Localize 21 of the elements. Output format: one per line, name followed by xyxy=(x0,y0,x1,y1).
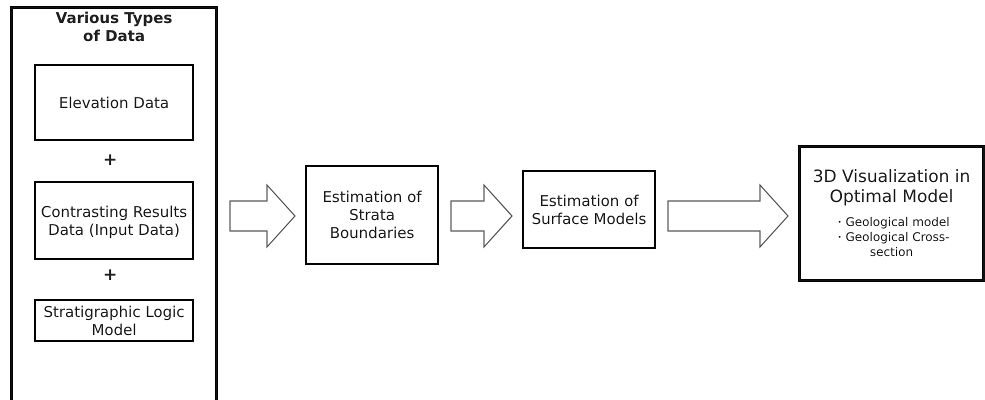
process-box xyxy=(34,64,194,141)
bullet-item: ・Geological Cross-section xyxy=(832,230,950,260)
box-text: Contrasting Results Data (Input Data) xyxy=(40,202,188,238)
process-box xyxy=(798,145,985,282)
process-box xyxy=(305,165,439,265)
group-panel xyxy=(10,6,218,400)
process-box xyxy=(522,170,656,249)
process-box xyxy=(34,181,194,260)
plus-sign: + xyxy=(103,150,118,170)
box-text: 3D Visualization in Optimal Model xyxy=(812,166,972,208)
plus-sign: + xyxy=(103,265,118,285)
block-arrow xyxy=(450,183,513,249)
box-text: Estimation of Strata Boundaries xyxy=(321,188,423,242)
group-heading: Various Types of Data xyxy=(54,9,174,45)
box-text: Estimation of Surface Models xyxy=(530,192,648,228)
bullet-item: ・Geological model xyxy=(832,215,951,230)
block-arrow xyxy=(229,183,296,249)
box-text: Elevation Data xyxy=(58,94,170,112)
block-arrow xyxy=(667,183,789,249)
box-text: Stratigraphic Logic Model xyxy=(42,302,186,338)
process-box xyxy=(34,299,194,342)
